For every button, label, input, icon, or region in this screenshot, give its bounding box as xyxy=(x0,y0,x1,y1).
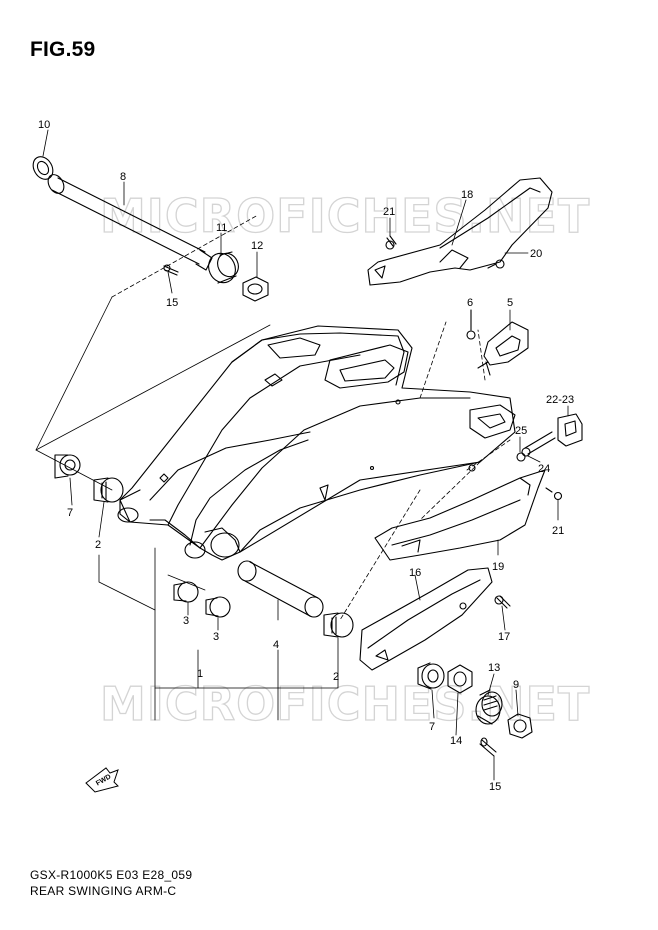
callout-13: 13 xyxy=(488,662,500,674)
callout-21: 21 xyxy=(552,525,564,537)
bushing-3-right xyxy=(205,596,231,618)
callout-labels: 10 8 11 12 15 18 21 20 6 5 22-23 25 24 2… xyxy=(38,119,574,793)
callout-3: 3 xyxy=(213,631,219,643)
pivot-bearing xyxy=(208,251,239,284)
bolt-25 xyxy=(516,452,526,462)
callout-15: 15 xyxy=(489,781,501,793)
bolt-21-lower xyxy=(545,487,563,501)
bearing-13 xyxy=(475,689,503,725)
chain-slider xyxy=(359,567,493,671)
callout-22-23: 22-23 xyxy=(546,394,574,406)
bushing-3-left xyxy=(173,581,199,603)
callout-2: 2 xyxy=(95,539,101,551)
callout-4: 4 xyxy=(273,639,279,651)
callout-12: 12 xyxy=(251,240,263,252)
leader-lines xyxy=(35,129,569,781)
callout-17: 17 xyxy=(498,631,510,643)
callout-7: 7 xyxy=(67,507,73,519)
callout-10: 10 xyxy=(38,119,50,131)
watermark-top: MICROFICHES.NET xyxy=(100,189,590,243)
footer-description: REAR SWINGING ARM-C xyxy=(30,884,177,898)
bolt-24 xyxy=(521,431,556,457)
pivot-sleeve-4 xyxy=(237,560,324,618)
bolt-15-lower xyxy=(479,737,497,757)
callout-25: 25 xyxy=(515,425,527,437)
callout-8: 8 xyxy=(120,171,126,183)
collar-7-rear xyxy=(417,662,445,690)
pivot-nut xyxy=(242,276,269,302)
callout-15: 15 xyxy=(166,297,178,309)
callout-21: 21 xyxy=(383,206,395,218)
swing-arm xyxy=(117,325,516,561)
fwd-arrow-icon: FWD xyxy=(85,767,119,793)
small-bolt-15 xyxy=(163,264,179,276)
callout-24: 24 xyxy=(538,463,550,475)
callout-2: 2 xyxy=(333,671,339,683)
callout-16: 16 xyxy=(409,567,421,579)
bearing-2-front xyxy=(93,477,124,503)
bolt-21-upper xyxy=(385,235,397,250)
bearing-2-rear xyxy=(323,612,354,638)
callout-19: 19 xyxy=(492,561,504,573)
chain-guard-upper xyxy=(367,177,553,286)
bolt-20 xyxy=(487,259,505,269)
bolt-17 xyxy=(494,595,511,609)
callout-6: 6 xyxy=(467,297,473,309)
chain-guard-lower xyxy=(374,469,546,561)
callout-5: 5 xyxy=(507,297,513,309)
footer-model-code: GSX-R1000K5 E03 E28_059 xyxy=(30,868,193,882)
bracket-5 xyxy=(477,321,529,376)
callout-3: 3 xyxy=(183,615,189,627)
callout-14: 14 xyxy=(450,735,462,747)
callout-7: 7 xyxy=(429,721,435,733)
callout-1: 1 xyxy=(197,668,203,680)
figure-title: FIG.59 xyxy=(30,38,96,61)
callout-11: 11 xyxy=(216,222,227,234)
callout-20: 20 xyxy=(530,248,542,260)
nut-14 xyxy=(447,664,473,694)
callout-9: 9 xyxy=(513,679,519,691)
callout-18: 18 xyxy=(461,189,473,201)
adjuster-22-23 xyxy=(557,413,583,447)
